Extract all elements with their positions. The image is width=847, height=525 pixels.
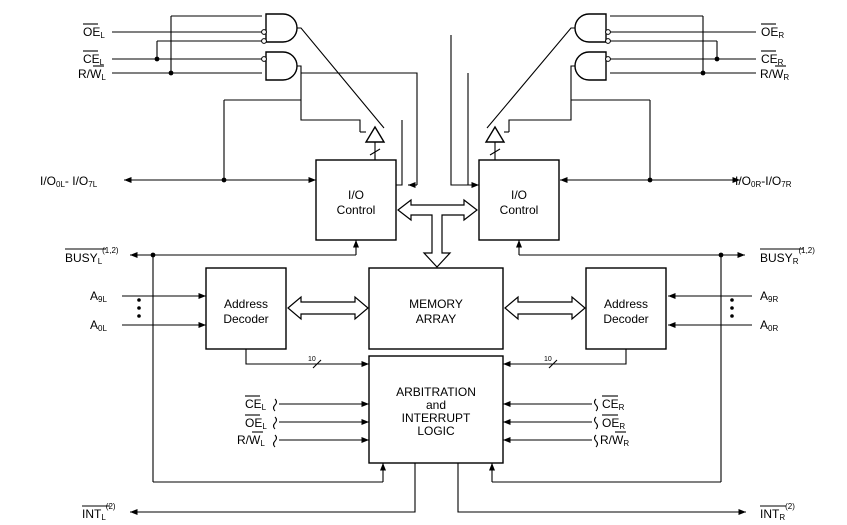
left-int-label: INTL(2) bbox=[82, 502, 116, 522]
io-control-left: I/O Control bbox=[315, 159, 397, 241]
right-int-wire bbox=[457, 463, 746, 516]
left-and-gate-bottom bbox=[261, 51, 298, 81]
svg-text:BUSYL(1,2): BUSYL(1,2) bbox=[65, 246, 119, 266]
svg-text:OEL: OEL bbox=[245, 416, 267, 431]
left-rw-label: R/WL bbox=[78, 65, 106, 82]
right-busy-wire bbox=[488, 240, 745, 483]
address-decoder-right: Address Decoder bbox=[585, 267, 667, 350]
left-ce-label: CEL bbox=[83, 50, 105, 67]
left-io-control-feedback bbox=[301, 72, 418, 189]
arb-left-inputs: CEL OEL R/WL bbox=[237, 395, 369, 448]
svg-text:10: 10 bbox=[544, 356, 552, 363]
left-io-bus bbox=[123, 99, 316, 184]
svg-text:A0L: A0L bbox=[90, 318, 107, 333]
address-decoder-left: Address Decoder bbox=[205, 267, 287, 350]
svg-text:CEL: CEL bbox=[83, 52, 105, 67]
svg-text:A9L: A9L bbox=[90, 289, 107, 304]
right-and-gate-top bbox=[574, 13, 611, 44]
svg-text:I/O: I/O bbox=[511, 188, 527, 202]
svg-text:ARBITRATION: ARBITRATION bbox=[396, 385, 476, 399]
svg-text:MEMORY: MEMORY bbox=[409, 297, 463, 311]
svg-text:INTL(2): INTL(2) bbox=[82, 502, 116, 522]
svg-text:I/O0L- I/O7L: I/O0L- I/O7L bbox=[40, 174, 98, 189]
right-and-gate-bottom bbox=[574, 51, 611, 81]
svg-text:A0R: A0R bbox=[760, 318, 778, 333]
right-address-labels: A9R A0R bbox=[668, 289, 778, 333]
left-busy-label: BUSYL(1,2) bbox=[65, 246, 119, 266]
right-10bit-bus: 10 bbox=[503, 349, 627, 369]
svg-text:Control: Control bbox=[500, 203, 539, 217]
svg-text:INTR(2): INTR(2) bbox=[760, 502, 795, 522]
svg-text:R/WL: R/WL bbox=[78, 67, 106, 82]
svg-text:R/WL: R/WL bbox=[237, 433, 265, 448]
arb-right-inputs: CER OER R/WR bbox=[503, 395, 629, 448]
right-tristate-buffer bbox=[484, 125, 506, 160]
svg-text:and: and bbox=[426, 398, 446, 412]
arbitration-logic: ARBITRATION and INTERRUPT LOGIC bbox=[368, 355, 504, 464]
svg-text:CER: CER bbox=[761, 52, 784, 67]
right-ce-label: CER bbox=[761, 50, 784, 67]
svg-text:Address: Address bbox=[604, 297, 648, 311]
svg-text:CEL: CEL bbox=[245, 397, 267, 412]
svg-text:Decoder: Decoder bbox=[603, 312, 648, 326]
right-control-wires bbox=[610, 15, 756, 76]
svg-text:OEL: OEL bbox=[83, 25, 105, 40]
left-and-gate-top bbox=[261, 13, 298, 44]
right-rw-label: R/WR bbox=[760, 65, 789, 82]
left-oe-label: OEL bbox=[83, 23, 105, 40]
right-int-label: INTR(2) bbox=[760, 502, 795, 522]
left-busy-wire bbox=[130, 240, 387, 483]
svg-text:LOGIC: LOGIC bbox=[417, 424, 455, 438]
svg-text:A9R: A9R bbox=[760, 289, 778, 304]
svg-text:CER: CER bbox=[602, 397, 625, 412]
svg-text:BUSYR(1,2): BUSYR(1,2) bbox=[760, 246, 815, 266]
left-10bit-bus: 10 bbox=[245, 349, 369, 369]
right-busy-label: BUSYR(1,2) bbox=[760, 246, 815, 266]
io-bus-hollow-arrows bbox=[397, 198, 478, 268]
left-io-label: I/O0L- I/O7L bbox=[40, 174, 98, 189]
svg-text:ARRAY: ARRAY bbox=[416, 312, 456, 326]
left-int-wire bbox=[130, 463, 416, 516]
io-control-right: I/O Control bbox=[478, 159, 560, 241]
right-io-label: I/O0R-I/O7R bbox=[735, 174, 792, 189]
svg-text:I/O: I/O bbox=[348, 188, 364, 202]
left-tristate-buffer bbox=[364, 125, 386, 160]
svg-text:10: 10 bbox=[308, 356, 316, 363]
memory-array: MEMORY ARRAY bbox=[368, 267, 504, 350]
svg-text:Control: Control bbox=[337, 203, 376, 217]
right-oe-label: OER bbox=[761, 23, 784, 40]
svg-text:R/WR: R/WR bbox=[600, 433, 629, 448]
left-control-wires bbox=[112, 15, 262, 76]
left-gate-outputs bbox=[297, 27, 385, 133]
right-io-bus bbox=[560, 99, 740, 184]
right-gate-outputs bbox=[486, 27, 575, 133]
left-address-labels: A9L A0L bbox=[90, 289, 206, 333]
svg-text:I/O0R-I/O7R: I/O0R-I/O7R bbox=[735, 174, 792, 189]
svg-text:INTERRUPT: INTERRUPT bbox=[402, 411, 471, 425]
decoder-memory-hollow-arrows bbox=[287, 295, 586, 321]
right-io-control-feedback bbox=[450, 35, 479, 189]
svg-text:Decoder: Decoder bbox=[223, 312, 268, 326]
svg-text:Address: Address bbox=[224, 297, 268, 311]
svg-text:OER: OER bbox=[602, 416, 625, 431]
svg-text:OER: OER bbox=[761, 25, 784, 40]
svg-text:R/WR: R/WR bbox=[760, 67, 789, 82]
